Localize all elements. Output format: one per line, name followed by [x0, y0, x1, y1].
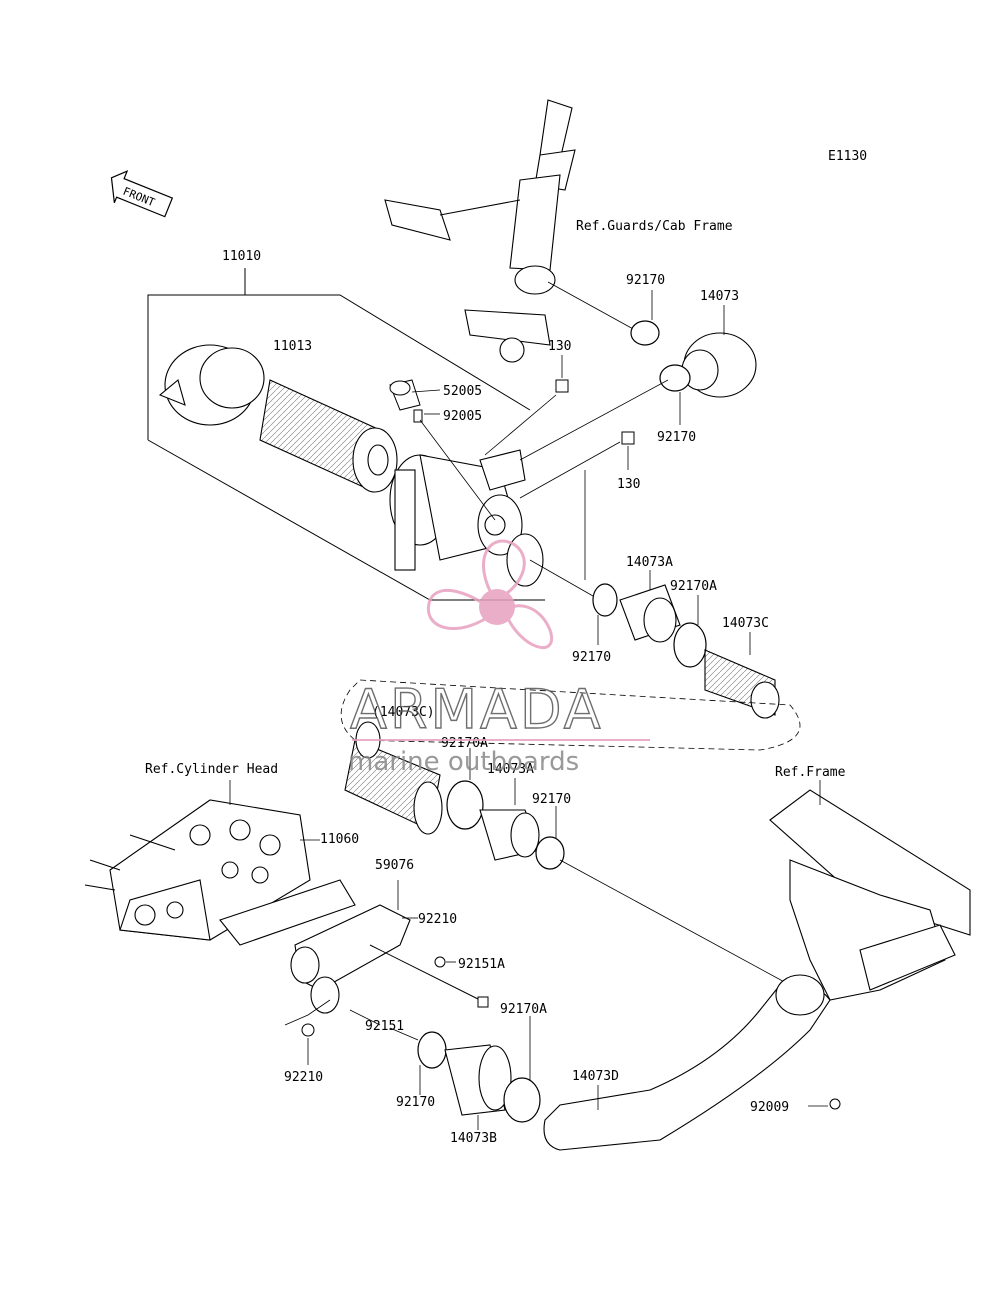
bolt-130-lower	[621, 431, 635, 445]
clamp-92170a-lower	[446, 780, 484, 830]
label-59076: 59076	[375, 858, 414, 873]
label-92009: 92009	[750, 1100, 789, 1115]
ref-cylinder-label: Ref.Cylinder Head	[145, 762, 278, 777]
label-130-upper: 130	[548, 339, 571, 354]
label-14073a-upper: 14073A	[626, 555, 673, 570]
ref-guards-label: Ref.Guards/Cab Frame	[576, 219, 733, 234]
propeller-icon	[426, 539, 554, 649]
cylinder-head	[84, 799, 311, 941]
air-filter-element	[259, 379, 398, 493]
label-92170-duct: 92170	[572, 650, 611, 665]
label-92170a-bottom: 92170A	[500, 1002, 547, 1017]
label-92151a: 92151A	[458, 957, 505, 972]
clamp-92170a-upper	[673, 622, 707, 668]
label-92210-lower: 92210	[284, 1070, 323, 1085]
propeller-hub	[479, 589, 515, 625]
label-14073c-ref: (14073C)	[372, 705, 435, 720]
label-14073d: 14073D	[572, 1069, 619, 1084]
hose-14073a-upper	[619, 584, 681, 643]
label-11060: 11060	[320, 832, 359, 847]
hose-14073a-lower	[479, 809, 541, 861]
clamp-92170-duct-a	[592, 583, 618, 617]
stud-bolt	[369, 944, 489, 1008]
ref-frame-label: Ref.Frame	[775, 765, 846, 780]
label-130-lower: 130	[617, 477, 640, 492]
label-92170-upper: 92170	[626, 273, 665, 288]
hose-14073b	[444, 1044, 512, 1116]
label-14073a-lower: 14073A	[487, 762, 534, 777]
label-92170-lower: 92170	[532, 792, 571, 807]
evacuator-valve	[389, 379, 423, 423]
label-14073: 14073	[700, 289, 739, 304]
clamp-92170-upper	[630, 320, 660, 346]
nut-92151a	[434, 956, 446, 968]
front-arrow-icon: FRONT	[110, 170, 174, 218]
watermark-tagline: marine outboards	[348, 747, 579, 777]
label-14073b: 14073B	[450, 1131, 497, 1146]
clamp-92170-mid	[659, 364, 691, 392]
tail-pipe-14073d	[543, 974, 831, 1151]
bolt-130-upper	[555, 379, 569, 393]
bellows-14073c	[704, 649, 780, 719]
cab-frame-tube	[384, 99, 576, 363]
label-92170a-upper: 92170A	[670, 579, 717, 594]
label-92210-upper: 92210	[418, 912, 457, 927]
label-52005: 52005	[443, 384, 482, 399]
air-cleaner-cover	[158, 344, 265, 426]
clamp-92170-lower	[535, 836, 565, 870]
clamp-92170-bottom	[417, 1031, 447, 1069]
label-11013: 11013	[273, 339, 312, 354]
exhaust-manifold	[219, 879, 411, 1014]
label-11010: 11010	[222, 249, 261, 264]
armada-logo: ARMADA marine outboards	[348, 539, 650, 777]
watermark-brand: ARMADA	[350, 678, 604, 741]
air-cleaner-body	[389, 449, 544, 587]
frame-rail	[769, 789, 971, 1001]
label-92151: 92151	[365, 1019, 404, 1034]
label-92170-bottom: 92170	[396, 1095, 435, 1110]
diagram-code: E1130	[828, 149, 867, 164]
clamp-92170a-bottom	[503, 1077, 541, 1123]
nut-92210-lower	[301, 1023, 315, 1037]
label-92170-mid: 92170	[657, 430, 696, 445]
hose-14073	[681, 332, 757, 398]
label-92005: 92005	[443, 409, 482, 424]
screw-92009	[829, 1098, 841, 1110]
label-14073c: 14073C	[722, 616, 769, 631]
